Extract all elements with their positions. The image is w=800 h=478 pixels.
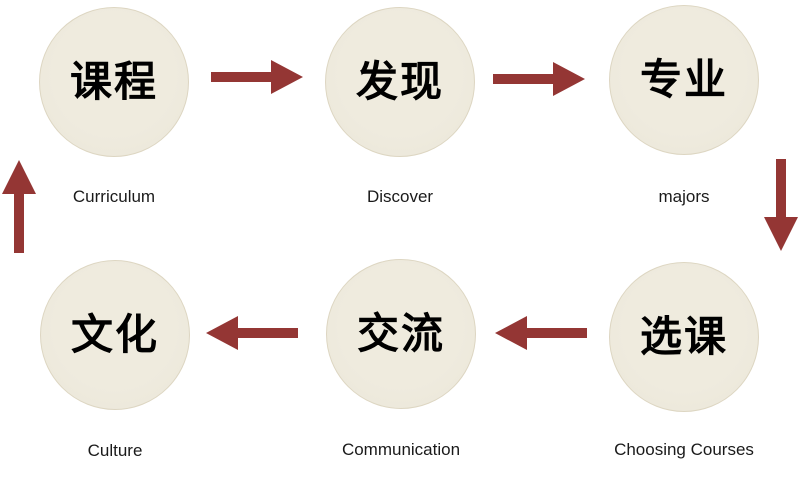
node-majors-en-label: majors: [658, 187, 710, 206]
node-culture-en-label: Culture: [87, 441, 143, 460]
node-discover-zh-label: 发现: [355, 58, 444, 105]
node-discover-circle: 发现: [325, 7, 475, 157]
arrow-right-icon: [493, 62, 585, 96]
node-culture-circle: 文化: [40, 260, 190, 410]
node-majors-zh-label: 专业: [639, 56, 728, 103]
node-communication-en-label: Communication: [341, 440, 461, 459]
arrow-down-icon: [764, 159, 798, 251]
arrow-up-icon: [2, 160, 36, 253]
node-choosing-courses-en-label: Choosing Courses: [614, 440, 754, 459]
node-choosing-courses-zh-label: 选课: [639, 313, 728, 360]
node-culture-zh-label: 文化: [70, 311, 159, 358]
node-curriculum-en-label: Curriculum: [72, 187, 156, 206]
arrow-left-icon: [206, 316, 298, 350]
arrow-right-icon: [211, 60, 303, 94]
node-communication-zh-label: 交流: [356, 310, 445, 357]
arrow-left-icon: [495, 316, 587, 350]
node-choosing-courses-circle: 选课: [609, 262, 759, 412]
node-discover-en-label: Discover: [366, 187, 434, 206]
node-curriculum-zh-label: 课程: [69, 58, 158, 105]
node-majors-circle: 专业: [609, 5, 759, 155]
node-communication-circle: 交流: [326, 259, 476, 409]
node-curriculum-circle: 课程: [39, 7, 189, 157]
